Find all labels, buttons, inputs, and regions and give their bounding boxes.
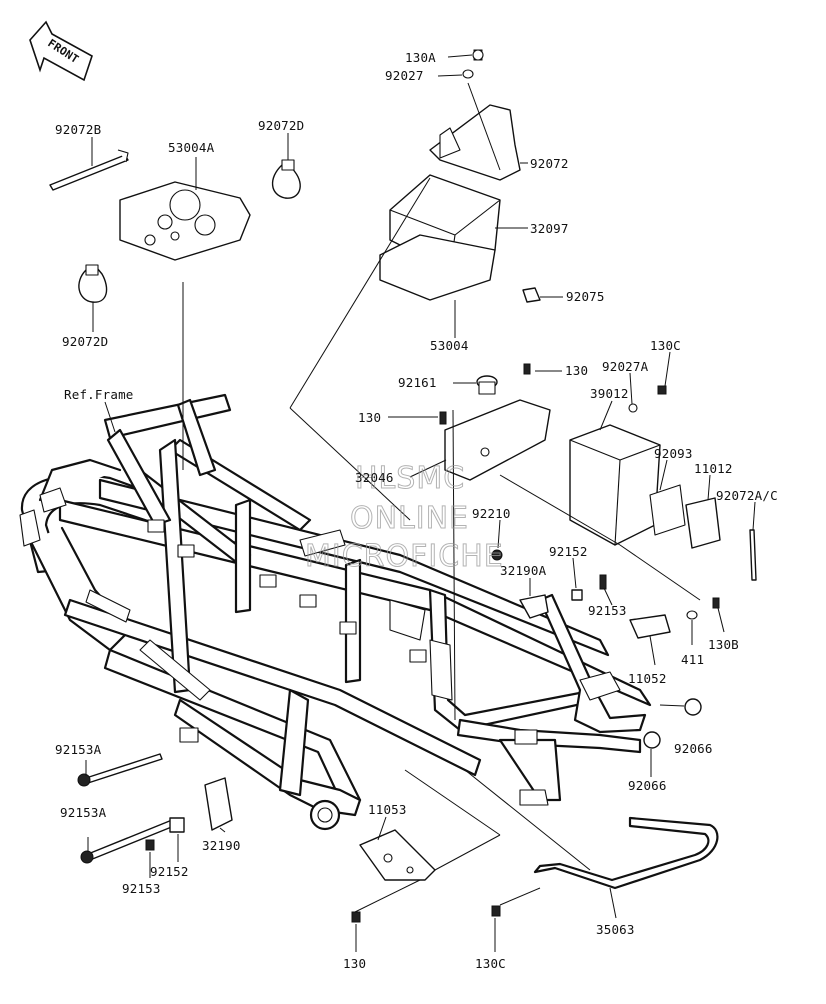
label-130C-bottom: 130C xyxy=(475,956,506,971)
label-92027: 92027 xyxy=(385,68,424,83)
watermark-line-2: ONLINE xyxy=(350,501,469,536)
part-130B-bolt xyxy=(712,597,720,609)
part-92153A-bolt-upper xyxy=(77,753,163,787)
label-92153A-lower: 92153A xyxy=(60,805,107,820)
part-92066-cap-b xyxy=(643,731,661,749)
label-ref-frame: Ref.Frame xyxy=(64,387,134,402)
part-92152-spacer-lower xyxy=(169,817,185,833)
label-130A: 130A xyxy=(405,50,436,65)
label-11012: 11012 xyxy=(694,461,733,476)
part-53004A-plate xyxy=(119,181,251,261)
label-92152-bottom: 92152 xyxy=(150,864,189,879)
watermark-line-1: HLSMC xyxy=(355,461,465,496)
part-32190-bracket xyxy=(204,777,233,831)
label-92210: 92210 xyxy=(472,506,511,521)
part-32046-bracket xyxy=(444,399,551,481)
label-92072: 92072 xyxy=(530,156,569,171)
part-92152-spacer xyxy=(571,589,583,601)
label-411: 411 xyxy=(681,652,704,667)
label-32190A: 32190A xyxy=(500,563,547,578)
part-130A-bolt xyxy=(472,49,484,61)
part-92161-grommet xyxy=(476,375,498,395)
label-35063: 35063 xyxy=(596,922,635,937)
label-130C-top: 130C xyxy=(650,338,681,353)
part-92027A-washer xyxy=(628,403,638,413)
label-53004A: 53004A xyxy=(168,140,215,155)
part-92072-bracket xyxy=(429,104,521,181)
label-92066-a: 92066 xyxy=(674,741,713,756)
part-39012-box xyxy=(569,424,661,546)
part-92072AC-strap xyxy=(749,529,757,581)
part-92072B xyxy=(49,149,129,191)
part-92153-bolt-lower xyxy=(145,839,155,851)
part-53004-pad xyxy=(379,234,496,301)
label-92066-b: 92066 xyxy=(628,778,667,793)
part-130-bolt-mid xyxy=(439,411,447,425)
part-92072D-upper xyxy=(271,159,301,199)
label-92153-bottom: 92153 xyxy=(122,881,161,896)
label-92153A-upper: 92153A xyxy=(55,742,102,757)
part-92153-bolt-top xyxy=(599,574,607,590)
label-11052: 11052 xyxy=(628,671,667,686)
label-92152-top: 92152 xyxy=(549,544,588,559)
part-92075-clip xyxy=(522,287,541,303)
label-130-top: 130 xyxy=(565,363,588,378)
label-53004: 53004 xyxy=(430,338,469,353)
part-130-bolt-bottom xyxy=(351,911,361,923)
part-35063-guard xyxy=(533,816,719,890)
leader-lines xyxy=(85,54,756,952)
part-130C-bolt-bottom xyxy=(491,905,501,917)
part-labels: 130A 92027 92072B 53004A 92072D 92072 32… xyxy=(55,50,778,971)
part-92153A-bolt-lower xyxy=(80,819,175,864)
label-92027A: 92027A xyxy=(602,359,649,374)
part-92093-gasket xyxy=(649,484,686,536)
label-32046: 32046 xyxy=(355,470,394,485)
label-92075: 92075 xyxy=(566,289,605,304)
label-92153-top: 92153 xyxy=(588,603,627,618)
label-92072D-top: 92072D xyxy=(258,118,304,133)
part-92210-nut xyxy=(491,549,503,561)
part-92027-washer xyxy=(462,69,474,79)
front-arrow-icon: FRONT xyxy=(29,20,93,82)
main-frame xyxy=(19,393,652,831)
label-92072D-bottom: 92072D xyxy=(62,334,108,349)
label-11053: 11053 xyxy=(368,802,407,817)
part-92066-cap-a xyxy=(684,698,702,716)
watermark-line-3: MICROFICHE xyxy=(305,539,504,574)
part-11012-filter xyxy=(685,497,721,549)
label-92161: 92161 xyxy=(398,375,437,390)
part-130-bolt-top xyxy=(523,363,531,375)
label-92072B: 92072B xyxy=(55,122,101,137)
label-130-mid: 130 xyxy=(358,410,381,425)
watermark: HLSMC ONLINE MICROFICHE xyxy=(305,461,504,575)
part-32190A-bracket xyxy=(519,594,549,619)
label-130-bottom: 130 xyxy=(343,956,366,971)
part-411-nut xyxy=(686,610,698,620)
label-32097: 32097 xyxy=(530,221,569,236)
part-92072D-lower xyxy=(78,264,108,303)
label-39012: 39012 xyxy=(590,386,629,401)
label-32190: 32190 xyxy=(202,838,241,853)
part-11052-bracket xyxy=(629,614,671,639)
label-92072A-C: 92072A/C xyxy=(716,488,778,503)
label-92093: 92093 xyxy=(654,446,693,461)
label-130B: 130B xyxy=(708,637,739,652)
part-130C-bolt-top xyxy=(657,385,667,395)
part-11053-plate xyxy=(359,829,436,881)
